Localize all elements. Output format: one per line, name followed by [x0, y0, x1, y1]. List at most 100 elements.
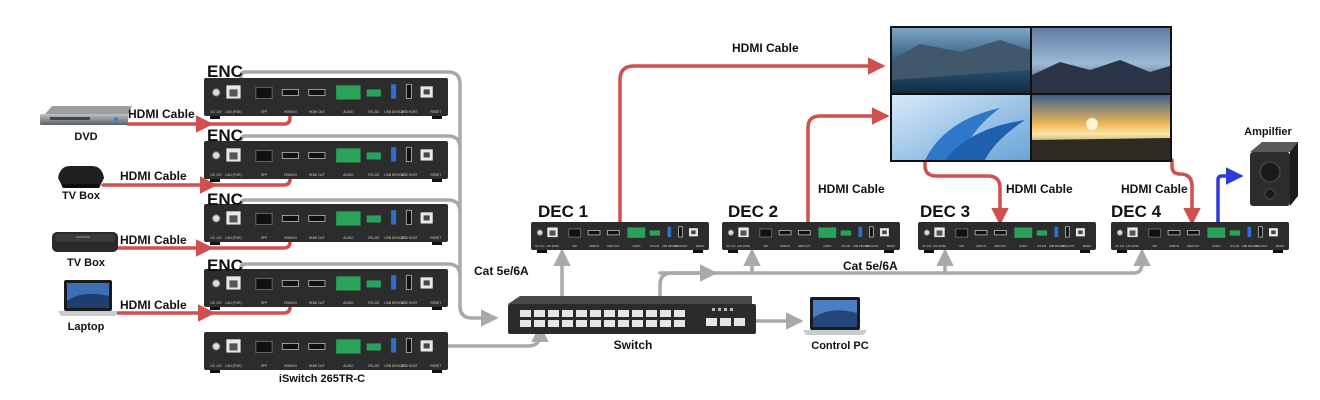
- video-wall-screen-4: [1032, 95, 1170, 160]
- port-label: AUDIO: [1019, 244, 1027, 248]
- decoder-4-label: DEC 4: [1111, 202, 1162, 221]
- switch-port: [604, 310, 615, 317]
- port-label: HDMI IN: [284, 110, 297, 114]
- amplifier-speaker: [1250, 142, 1298, 206]
- encoder-1-label: ENC: [207, 62, 243, 81]
- switch-port: [674, 320, 685, 327]
- port-label: HDMI IN: [780, 244, 790, 248]
- port-label: RS-232: [368, 364, 379, 368]
- switch-port: [646, 320, 657, 327]
- laptop: [58, 280, 118, 316]
- switch-port: [590, 320, 601, 327]
- port-label: RESET: [1276, 244, 1285, 248]
- switch-port: [632, 310, 643, 317]
- video-wall-screen-2: [1032, 28, 1170, 93]
- port-label: LAN (POE): [225, 364, 241, 368]
- port-label: SFP: [959, 244, 964, 248]
- switch-uplink-port: [706, 318, 717, 326]
- port-label: LAN (POE): [1126, 244, 1139, 248]
- port-label: SFP: [261, 173, 267, 177]
- port-label: SFP: [1152, 244, 1157, 248]
- dvd-cable-label: HDMI Cable: [128, 107, 195, 121]
- port-label: HDMI OUT: [309, 110, 325, 114]
- port-label: DC 12V: [1115, 244, 1124, 248]
- port-label: RS-232: [1230, 244, 1239, 248]
- port-label: RESET: [1083, 244, 1092, 248]
- port-label: HDMI IN: [284, 236, 297, 240]
- port-label: USB DEVICE: [384, 110, 405, 114]
- port-label: HDMI IN: [284, 364, 297, 368]
- port-label: RS-232: [650, 244, 659, 248]
- port-label: USB DEVICE: [384, 173, 405, 177]
- decoder-1-label: DEC 1: [538, 202, 588, 221]
- port-label: USB HOST: [401, 110, 418, 114]
- port-label: USB HOST: [1061, 244, 1075, 248]
- port-label: AUDIO: [343, 173, 354, 177]
- port-label: HDMI OUT: [309, 236, 325, 240]
- switch-port: [660, 310, 671, 317]
- switch-port: [520, 310, 531, 317]
- port-label: LAN (POE): [225, 110, 241, 114]
- port-label: RESET: [430, 236, 441, 240]
- port-label: DC 12V: [922, 244, 931, 248]
- port-label: HDMI OUT: [994, 244, 1007, 248]
- switch-port: [646, 310, 657, 317]
- tv-box-1-label: TV Box: [62, 190, 101, 202]
- laptop-label: Laptop: [68, 321, 105, 333]
- port-label: RS-232: [1037, 244, 1046, 248]
- switch-led: [724, 308, 727, 311]
- port-label: DC 12V: [535, 244, 544, 248]
- decoder-3-cable-label: HDMI Cable: [1006, 182, 1073, 196]
- switch-port: [548, 310, 559, 317]
- port-label: RS-232: [368, 173, 379, 177]
- port-label: USB HOST: [401, 301, 418, 305]
- switch-port: [534, 320, 545, 327]
- switch-port: [590, 310, 601, 317]
- tv-box-1: [58, 166, 104, 188]
- switch-port: [632, 320, 643, 327]
- port-label: DC 12V: [211, 236, 223, 240]
- switch-port: [562, 320, 573, 327]
- decoder-2-label: DEC 2: [728, 202, 778, 221]
- control-pc: [803, 297, 867, 335]
- amplifier-label: Ampilfier: [1244, 126, 1292, 138]
- port-label: HDMI OUT: [309, 173, 325, 177]
- laptop-cable-label: HDMI Cable: [120, 298, 187, 312]
- port-label: HDMI IN: [284, 301, 297, 305]
- port-label: USB DEVICE: [1242, 244, 1258, 248]
- tv-box-2-label: TV Box: [67, 257, 106, 269]
- port-label: USB DEVICE: [853, 244, 869, 248]
- switch-label: Switch: [614, 338, 653, 352]
- port-label: LAN (POE): [737, 244, 750, 248]
- port-label: USB HOST: [865, 244, 879, 248]
- port-label: RESET: [430, 110, 441, 114]
- port-label: LAN (POE): [225, 236, 241, 240]
- switch-port: [548, 320, 559, 327]
- port-label: RS-232: [368, 236, 379, 240]
- switch-port: [618, 320, 629, 327]
- switch-port: [576, 310, 587, 317]
- decoder-3-label: DEC 3: [920, 202, 970, 221]
- switch-led: [730, 308, 733, 311]
- control-pc-label: Control PC: [811, 340, 868, 352]
- port-label: AUDIO: [343, 110, 354, 114]
- decoder-1-cable-label: HDMI Cable: [732, 41, 799, 55]
- video-wall-screen-3: [892, 95, 1030, 160]
- port-label: SFP: [261, 301, 267, 305]
- port-label: RESET: [696, 244, 705, 248]
- switch-port: [576, 320, 587, 327]
- port-label: LAN (POE): [933, 244, 946, 248]
- port-label: LAN (POE): [225, 301, 241, 305]
- tv-box-1-cable-label: HDMI Cable: [120, 169, 187, 183]
- port-label: HDMI IN: [976, 244, 986, 248]
- switch-port: [660, 320, 671, 327]
- port-label: HDMI IN: [284, 173, 297, 177]
- port-label: RS-232: [841, 244, 850, 248]
- switch-uplink-port: [734, 318, 745, 326]
